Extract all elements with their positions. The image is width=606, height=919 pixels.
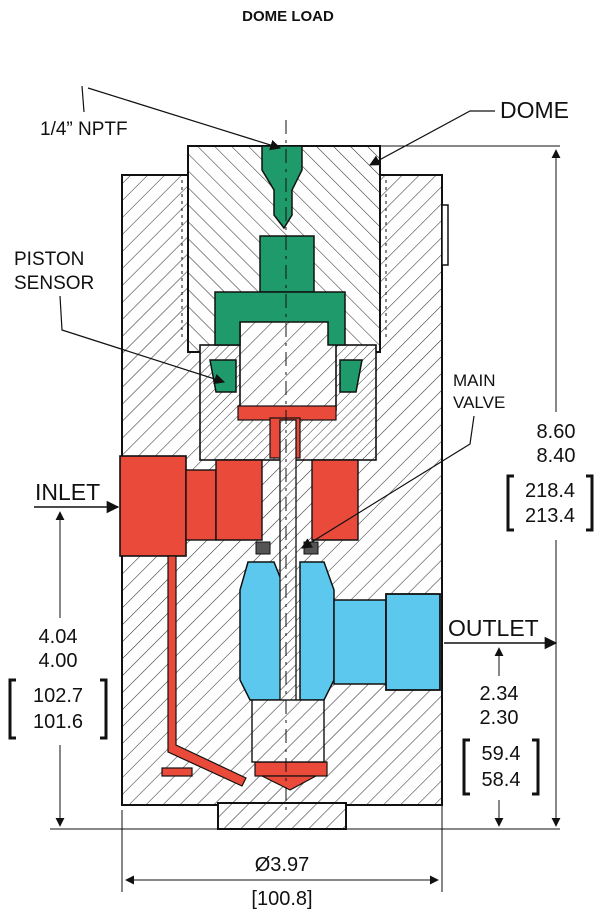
dimension-overall-height: 8.60 8.40 218.4 213.4 — [380, 145, 594, 827]
outlet-label: OUTLET — [448, 615, 539, 641]
dimension-inlet-height: 4.04 4.00 102.7 101.6 — [8, 511, 108, 827]
callout-dome: DOME — [369, 97, 569, 166]
inlet-pressure-passage — [119, 405, 359, 791]
diameter-value: Ø3.97 — [255, 854, 309, 876]
dimension-outlet-height: 2.34 2.30 59.4 58.4 — [462, 647, 540, 827]
outlet-callout: OUTLET — [444, 615, 558, 650]
inlet-height-mm-min: 101.6 — [33, 711, 83, 733]
inlet-height-max: 4.04 — [39, 626, 78, 648]
port-thread-label: 1/4” NPTF — [40, 119, 128, 140]
outlet-height-mm-max: 59.4 — [482, 743, 521, 765]
valve-stem — [251, 419, 325, 763]
outlet-height-mm-min: 58.4 — [482, 769, 521, 791]
callout-port-thread: 1/4” NPTF — [40, 85, 282, 151]
height-mm-min: 213.4 — [525, 505, 575, 527]
diameter-mm: [100.8] — [251, 888, 312, 910]
dome-label: DOME — [500, 97, 569, 123]
callout-main-valve: MAIN VALVE — [301, 371, 505, 549]
outlet-height-max: 2.34 — [480, 683, 519, 705]
drawing-title: DOME LOAD — [242, 8, 334, 25]
dimension-diameter: Ø3.97 [100.8] — [121, 690, 443, 910]
outlet-height-min: 2.30 — [480, 707, 519, 729]
inlet-callout: INLET — [34, 479, 120, 514]
main-valve-label-line1: MAIN — [453, 371, 496, 390]
inlet-height-min: 4.00 — [39, 650, 78, 672]
height-mm-max: 218.4 — [525, 480, 575, 502]
height-min: 8.40 — [537, 445, 576, 467]
main-valve-label-line2: VALVE — [453, 393, 505, 412]
callout-piston-sensor: PISTON SENSOR — [14, 249, 226, 385]
inlet-label: INLET — [35, 479, 100, 505]
height-max: 8.60 — [537, 421, 576, 443]
piston-sensor-label-line1: PISTON — [14, 249, 84, 270]
inlet-height-mm-max: 102.7 — [33, 685, 83, 707]
piston-sensor-label-line2: SENSOR — [14, 273, 94, 294]
